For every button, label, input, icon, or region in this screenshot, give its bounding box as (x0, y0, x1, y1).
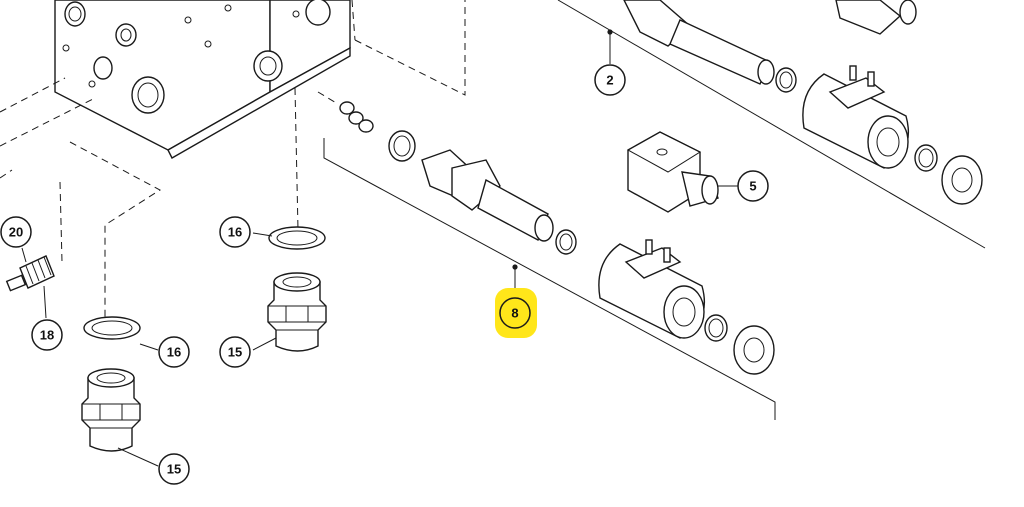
part-18-fitting (5, 255, 55, 292)
manifold-block (54, 0, 351, 159)
cartridge-valve (339, 101, 577, 255)
part-15-fitting-left (81, 368, 141, 452)
callout-18-label: 18 (40, 328, 54, 343)
part-16-seal-middle (268, 226, 326, 250)
callout-2-label: 2 (606, 73, 613, 88)
dashed-guide-lines (0, 0, 466, 318)
callout-18: 18 (31, 319, 63, 351)
callout-15-middle-label: 15 (228, 345, 242, 360)
callout-20-label: 20 (9, 225, 23, 240)
callout-16-middle-label: 16 (228, 225, 242, 240)
connector-plug (626, 131, 719, 213)
callout-15-left: 15 (158, 453, 190, 485)
part-15-fitting-middle (267, 272, 327, 352)
callout-20: 20 (0, 216, 32, 248)
connector-plug-top (835, 0, 917, 35)
callout-16-left-label: 16 (167, 345, 181, 360)
callout-16-left: 16 (158, 336, 190, 368)
callout-8-label: 8 (511, 306, 518, 321)
callout-16-middle: 16 (219, 216, 251, 248)
callout-5-label: 5 (749, 179, 756, 194)
callout-leaders (21, 29, 738, 467)
assembly-8-bracket (323, 138, 776, 420)
solenoid-coil-middle (598, 239, 775, 375)
callout-15-left-label: 15 (167, 462, 181, 477)
callout-8-highlighted: 8 (495, 288, 537, 338)
part-16-seal-left (83, 316, 141, 340)
solenoid-coil-top (802, 65, 983, 205)
assembly-2-bracket (557, 0, 986, 249)
callout-2: 2 (594, 64, 626, 96)
cartridge-valve-top (623, 0, 797, 93)
callout-5: 5 (737, 170, 769, 202)
callout-15-middle: 15 (219, 336, 251, 368)
